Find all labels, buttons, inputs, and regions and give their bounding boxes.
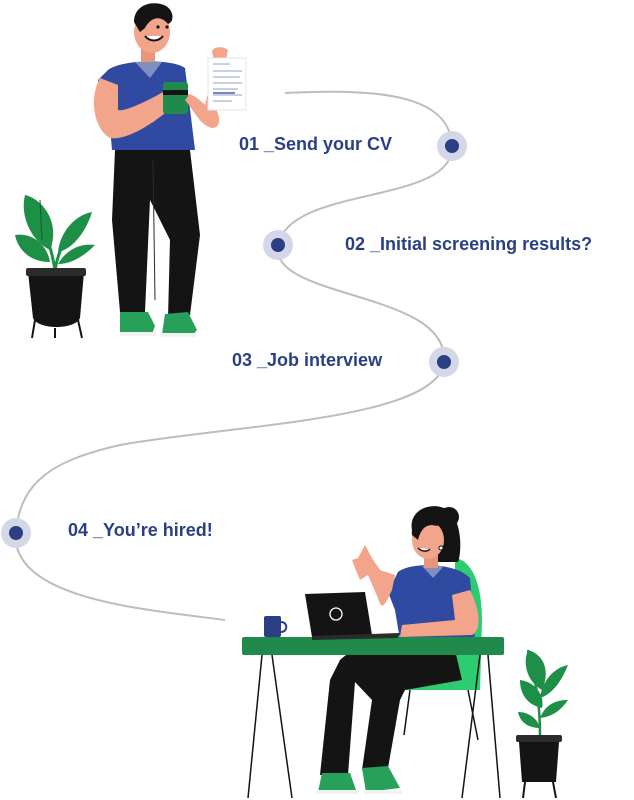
- step-node-4: [1, 518, 31, 548]
- step-node-1: [437, 131, 467, 161]
- man-with-cv-illustration: [93, 3, 228, 337]
- plant-right-icon: [516, 649, 568, 799]
- woman-at-desk-illustration: [316, 506, 479, 794]
- coffee-cup-icon: [264, 616, 288, 637]
- laptop-icon: [305, 592, 400, 640]
- desk-illustration: [242, 637, 504, 799]
- step-label-hired: 04 _You’re hired!: [68, 520, 213, 540]
- step-label-send-cv: 01 _Send your CV: [239, 134, 393, 154]
- plant-left-icon: [15, 195, 95, 339]
- coffee-cup-icon: [163, 82, 188, 114]
- step-node-2: [263, 230, 293, 260]
- step-label-initial-screening: 02 _Initial screening results?: [345, 234, 593, 254]
- cv-document-icon: [207, 57, 247, 111]
- step-label-job-interview: 03 _Job interview: [232, 350, 383, 370]
- step-node-3: [429, 347, 459, 377]
